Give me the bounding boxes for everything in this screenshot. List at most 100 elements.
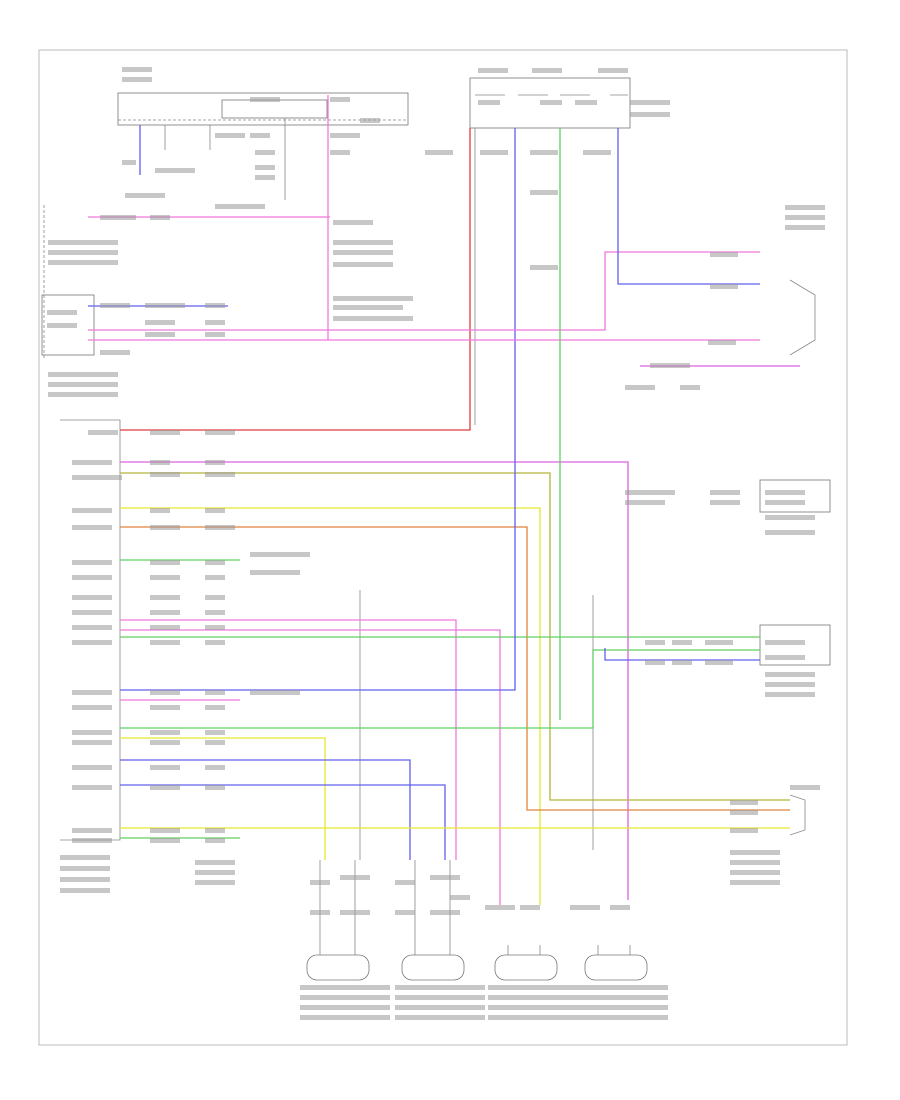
illegible-label [215,204,265,209]
illegible-label [195,880,235,885]
illegible-label [430,875,460,880]
illegible-label [598,68,628,73]
illegible-label [710,252,738,257]
illegible-label [708,340,736,345]
wire-blue [617,128,760,285]
illegible-label [575,100,597,105]
illegible-label [583,150,611,155]
illegible-label [625,385,655,390]
illegible-label [205,560,225,565]
illegible-label [72,525,112,530]
illegible-label [360,118,380,123]
illegible-label [480,150,508,155]
illegible-label [785,205,825,210]
illegible-label [333,262,393,267]
illegible-label [730,860,780,865]
illegible-label [333,296,413,301]
illegible-label [672,660,692,665]
illegible-label [205,575,225,580]
illegible-label [765,655,805,660]
illegible-label [122,160,136,165]
right-components [759,279,831,836]
colored-wires [88,95,800,905]
illegible-label [530,150,558,155]
illegible-label [150,705,180,710]
illegible-label [72,508,112,513]
illegible-label [625,500,665,505]
illegible-label [205,640,225,645]
illegible-label [60,888,110,893]
illegible-label [730,800,758,805]
illegible-label [255,150,275,155]
illegible-label [72,460,112,465]
wire-pink [88,251,760,331]
illegible-label [47,323,77,328]
illegible-label [205,705,225,710]
illegible-label [150,215,170,220]
illegible-label [215,133,245,138]
illegible-label [60,877,110,882]
illegible-label [333,316,413,321]
illegible-label [578,985,668,990]
illegible-label [578,1015,668,1020]
illegible-label [150,430,180,435]
illegible-label [785,225,825,230]
illegible-label [250,133,270,138]
illegible-label [395,1015,485,1020]
illegible-label [48,250,118,255]
illegible-label [250,570,300,575]
wire-yellow [120,507,541,905]
illegible-label [150,508,170,513]
illegible-label [395,1005,485,1010]
illegible-label [520,905,540,910]
illegible-label [205,332,225,337]
illegible-label [540,100,562,105]
illegible-label [672,640,692,645]
illegible-label [47,310,77,315]
illegible-label [150,560,180,565]
illegible-label [72,740,112,745]
illegible-label [488,1015,578,1020]
illegible-label [488,995,578,1000]
illegible-label [300,1015,390,1020]
illegible-label [122,77,152,82]
illegible-label [430,910,460,915]
illegible-label [333,305,403,310]
illegible-label [765,682,815,687]
illegible-label [205,508,225,513]
illegible-label [255,175,275,180]
illegible-label [150,730,180,735]
wire-blue [120,784,446,860]
illegible-label [625,490,675,495]
illegible-label [48,372,118,377]
illegible-label [645,660,665,665]
illegible-label [478,100,500,105]
illegible-label [333,240,393,245]
illegible-label [300,995,390,1000]
illegible-label [340,875,370,880]
wire-blue [120,128,516,691]
illegible-label [205,610,225,615]
illegible-label [765,490,805,495]
illegible-label [570,905,600,910]
illegible-label [790,785,820,790]
illegible-label [730,870,780,875]
wire-green [120,649,760,729]
illegible-label [205,838,225,843]
wire-blue [120,759,411,860]
illegible-label [205,472,235,477]
illegible-label [765,530,815,535]
illegible-label [205,460,225,465]
illegible-label [730,850,780,855]
illegible-label [150,640,180,645]
illegible-label [145,332,175,337]
illegible-label [72,730,112,735]
illegible-label [578,1005,668,1010]
illegible-label [730,880,780,885]
illegible-label [150,525,180,530]
illegible-label [145,320,175,325]
illegible-label [150,740,180,745]
illegible-label [150,690,180,695]
illegible-label [395,995,485,1000]
illegible-label [205,625,225,630]
